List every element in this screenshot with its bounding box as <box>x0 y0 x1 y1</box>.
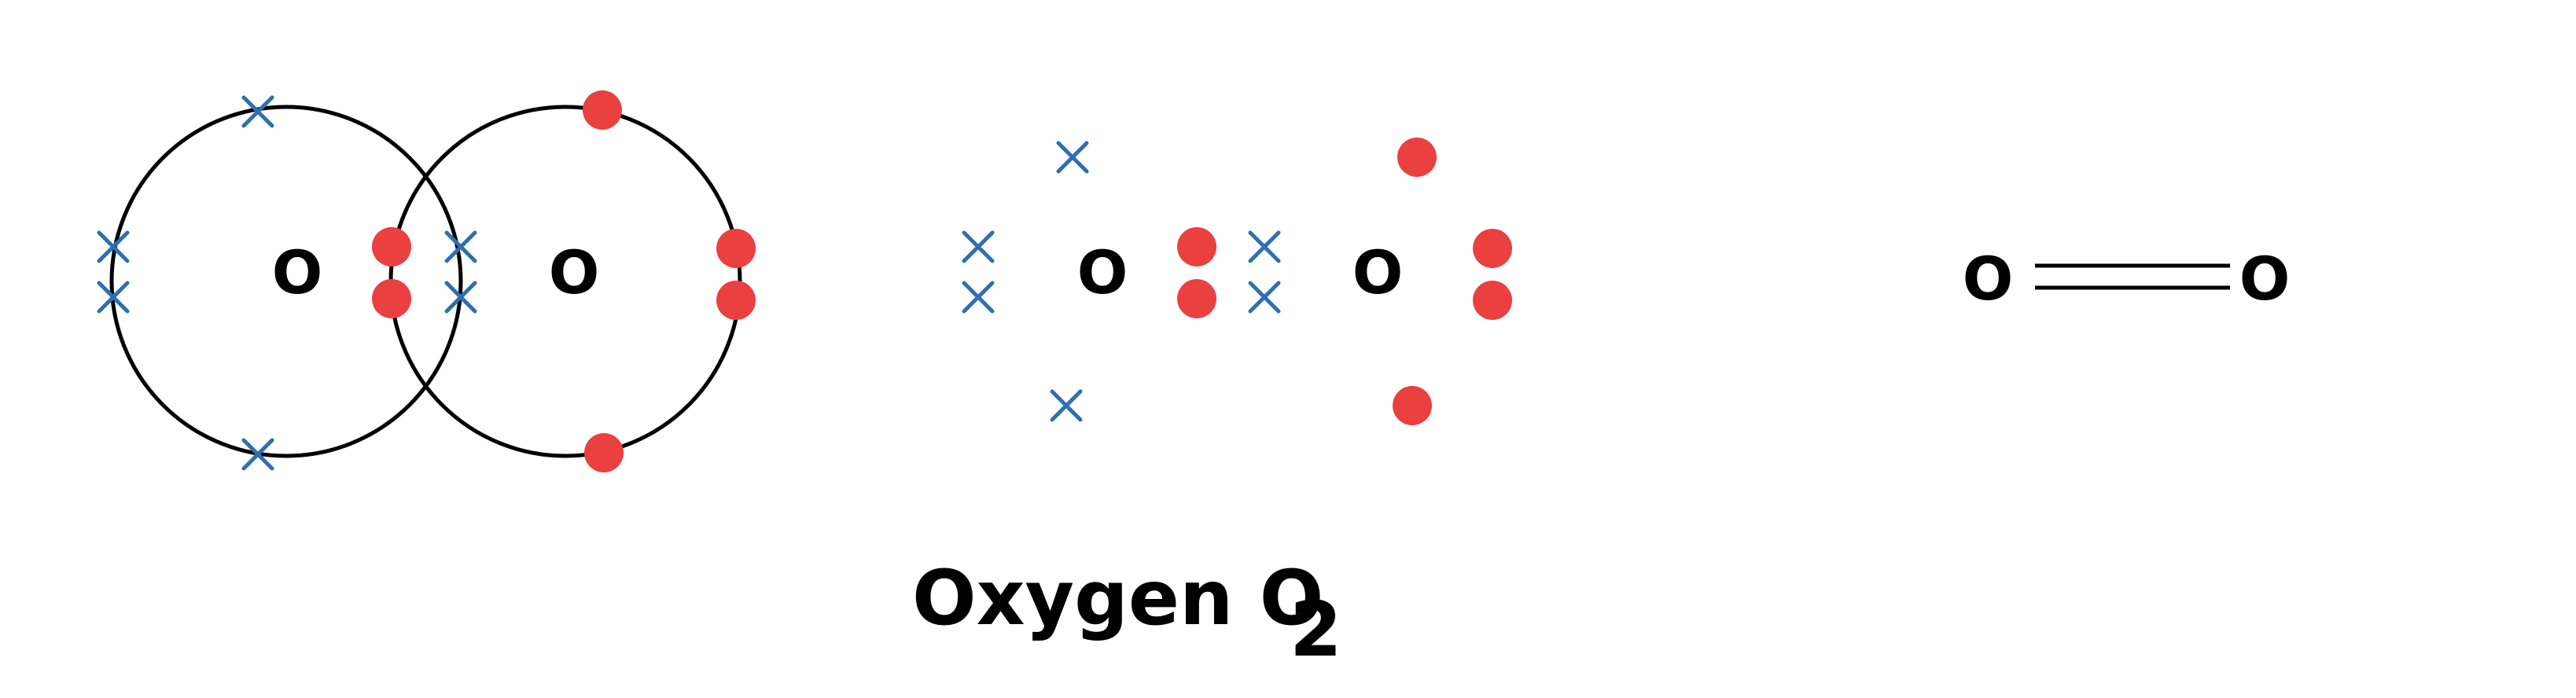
cross-electron <box>1050 389 1083 422</box>
cross-electron <box>962 230 995 263</box>
cross-electron <box>444 281 477 314</box>
dot-electron <box>716 229 756 268</box>
dot-electron <box>1393 386 1432 425</box>
atom-label-left: O <box>272 237 323 307</box>
panel-dot-cross: O O <box>962 138 1512 425</box>
atom-label-right: O <box>2239 244 2291 314</box>
cross-electron <box>241 438 274 471</box>
dot-electron <box>372 279 411 318</box>
cross-electron <box>1248 281 1281 314</box>
cross-electron <box>1248 230 1281 263</box>
dot-electron <box>1473 229 1512 268</box>
atom-label-right: O <box>549 237 600 307</box>
panel-structural-formula: O O <box>1963 244 2291 314</box>
atom-label-right: O <box>1352 237 1404 307</box>
figure-title: Oxygen O 2 <box>912 554 1342 674</box>
dot-electron <box>1177 279 1216 318</box>
cross-electron <box>241 95 274 128</box>
cross-electron <box>97 230 130 263</box>
cross-electron <box>97 281 130 314</box>
dot-electron <box>716 281 756 320</box>
dot-electron <box>372 227 411 266</box>
shell-left-atom <box>109 105 463 458</box>
atom-label-left: O <box>1077 237 1128 307</box>
dot-electron <box>1177 227 1216 266</box>
atom-label-left: O <box>1963 244 2014 314</box>
dot-electron <box>1473 281 1512 320</box>
title-main: Oxygen O <box>912 554 1323 642</box>
dot-electron <box>1397 138 1437 177</box>
title-subscript: 2 <box>1290 586 1342 674</box>
cross-electron <box>962 281 995 314</box>
cross-electron <box>444 230 477 263</box>
panel-shells: O O <box>97 90 756 472</box>
cross-electron <box>1056 141 1089 174</box>
dot-electron <box>584 433 624 472</box>
dot-electron <box>583 90 622 130</box>
